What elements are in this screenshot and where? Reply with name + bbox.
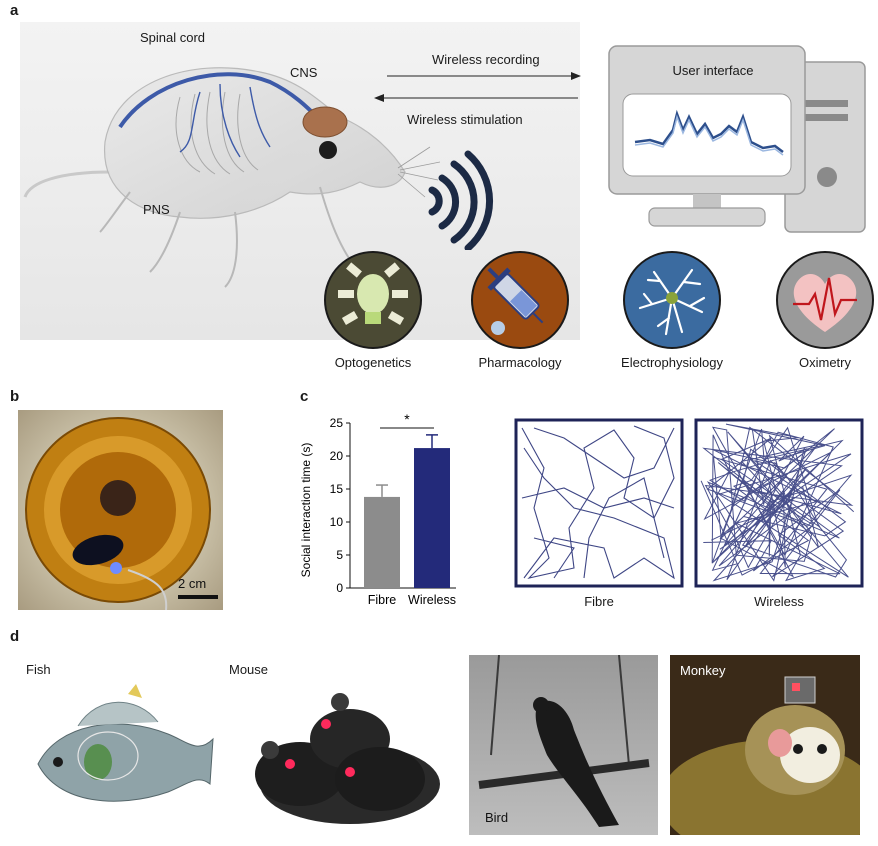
y-tick-label: 20 <box>330 449 344 463</box>
spinal-cord-path <box>118 72 322 129</box>
trace-label-fibre: Fibre <box>584 594 614 609</box>
y-tick-label: 10 <box>330 515 344 529</box>
mouse-photo <box>255 693 440 824</box>
label-fish: Fish <box>26 662 51 677</box>
x-tick-label: Wireless <box>408 593 456 607</box>
trace-label-wireless: Wireless <box>754 594 804 609</box>
bird-photo: Bird <box>469 655 658 835</box>
bar-fibre <box>364 496 400 588</box>
y-tick-label: 5 <box>336 548 343 562</box>
panel-a-letter: a <box>10 2 19 19</box>
label-wireless-stimulation: Wireless stimulation <box>407 112 523 127</box>
wireless-trace-path <box>711 428 847 578</box>
y-axis-label: Social interaction time (s) <box>299 443 313 578</box>
label-electrophysiology: Electrophysiology <box>621 355 723 370</box>
syringe-icon <box>471 251 569 349</box>
wireless-recording-arrow <box>387 72 581 80</box>
neuron-icon <box>623 251 721 349</box>
label-spinal-cord: Spinal cord <box>140 30 206 45</box>
trace-fibre <box>514 418 684 588</box>
label-wireless-recording: Wireless recording <box>432 52 540 67</box>
label-optogenetics: Optogenetics <box>334 355 412 370</box>
fish-photo <box>37 684 214 802</box>
label-oximetry: Oximetry <box>799 355 851 370</box>
monkey-photo: Monkey <box>670 655 860 835</box>
bulb-icon <box>324 251 422 349</box>
y-tick-label: 15 <box>330 482 344 496</box>
wireless-trace-path <box>702 423 843 582</box>
label-monkey: Monkey <box>680 663 726 678</box>
bar-chart: Social interaction time (s) 0 5 10 15 20 25Fi… <box>299 411 456 607</box>
x-tick-label: Fibre <box>368 593 397 607</box>
panel-b-letter: b <box>10 388 20 405</box>
label-pharmacology: Pharmacology <box>478 355 562 370</box>
significance-star: * <box>404 411 410 427</box>
scale-bar-label: 2 cm <box>178 576 207 591</box>
wireless-trace-path <box>704 426 854 582</box>
panel-d-letter: d <box>10 628 20 645</box>
label-bird: Bird <box>485 810 509 825</box>
label-pns: PNS <box>143 202 170 217</box>
trace-wireless <box>694 418 864 588</box>
label-cns: CNS <box>290 65 318 80</box>
y-tick-label: 25 <box>330 416 344 430</box>
wheel-photo: 2 cm <box>18 410 223 610</box>
bar-wireless <box>414 448 450 588</box>
brain-shape <box>302 106 348 138</box>
computer-illustration <box>608 45 866 233</box>
label-mouse: Mouse <box>229 662 269 677</box>
y-tick-label: 0 <box>336 581 343 595</box>
wifi-icon <box>428 150 493 250</box>
panel-c-letter: c <box>300 388 309 405</box>
label-user-interface: User interface <box>672 63 754 78</box>
heart-icon <box>776 251 874 349</box>
wireless-stimulation-arrow <box>374 94 578 102</box>
